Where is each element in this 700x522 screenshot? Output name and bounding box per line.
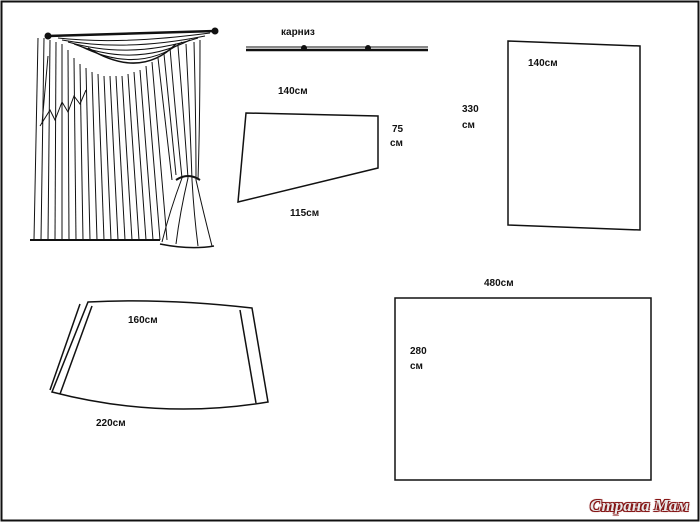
panel-height-value-label: 330 <box>462 104 479 115</box>
curtain-illustration <box>30 27 219 249</box>
panel-pattern-piece <box>507 40 641 231</box>
panel-height-unit-label: см <box>462 120 475 131</box>
panel-width-label: 140см <box>528 58 558 69</box>
swag-bottom-width-label: 115см <box>290 208 320 219</box>
valance-bottom-width-label: 220см <box>96 418 126 429</box>
cornice-label: карниз <box>281 27 315 38</box>
swag-top-width-label: 140см <box>278 86 308 97</box>
swag-pattern-piece <box>237 112 379 203</box>
curtain-height-value-label: 280 <box>410 346 427 357</box>
curtain-height-unit-label: см <box>410 361 423 372</box>
cornice-rod <box>246 45 428 52</box>
swag-height-unit-label: см <box>390 138 403 149</box>
watermark: Страна Мам <box>590 496 690 515</box>
swag-height-value-label: 75 <box>392 124 404 135</box>
curtain-width-label: 480см <box>484 278 514 289</box>
valance-pattern-piece <box>49 300 269 410</box>
valance-top-width-label: 160см <box>128 315 158 326</box>
curtain-pattern-piece <box>394 297 652 481</box>
